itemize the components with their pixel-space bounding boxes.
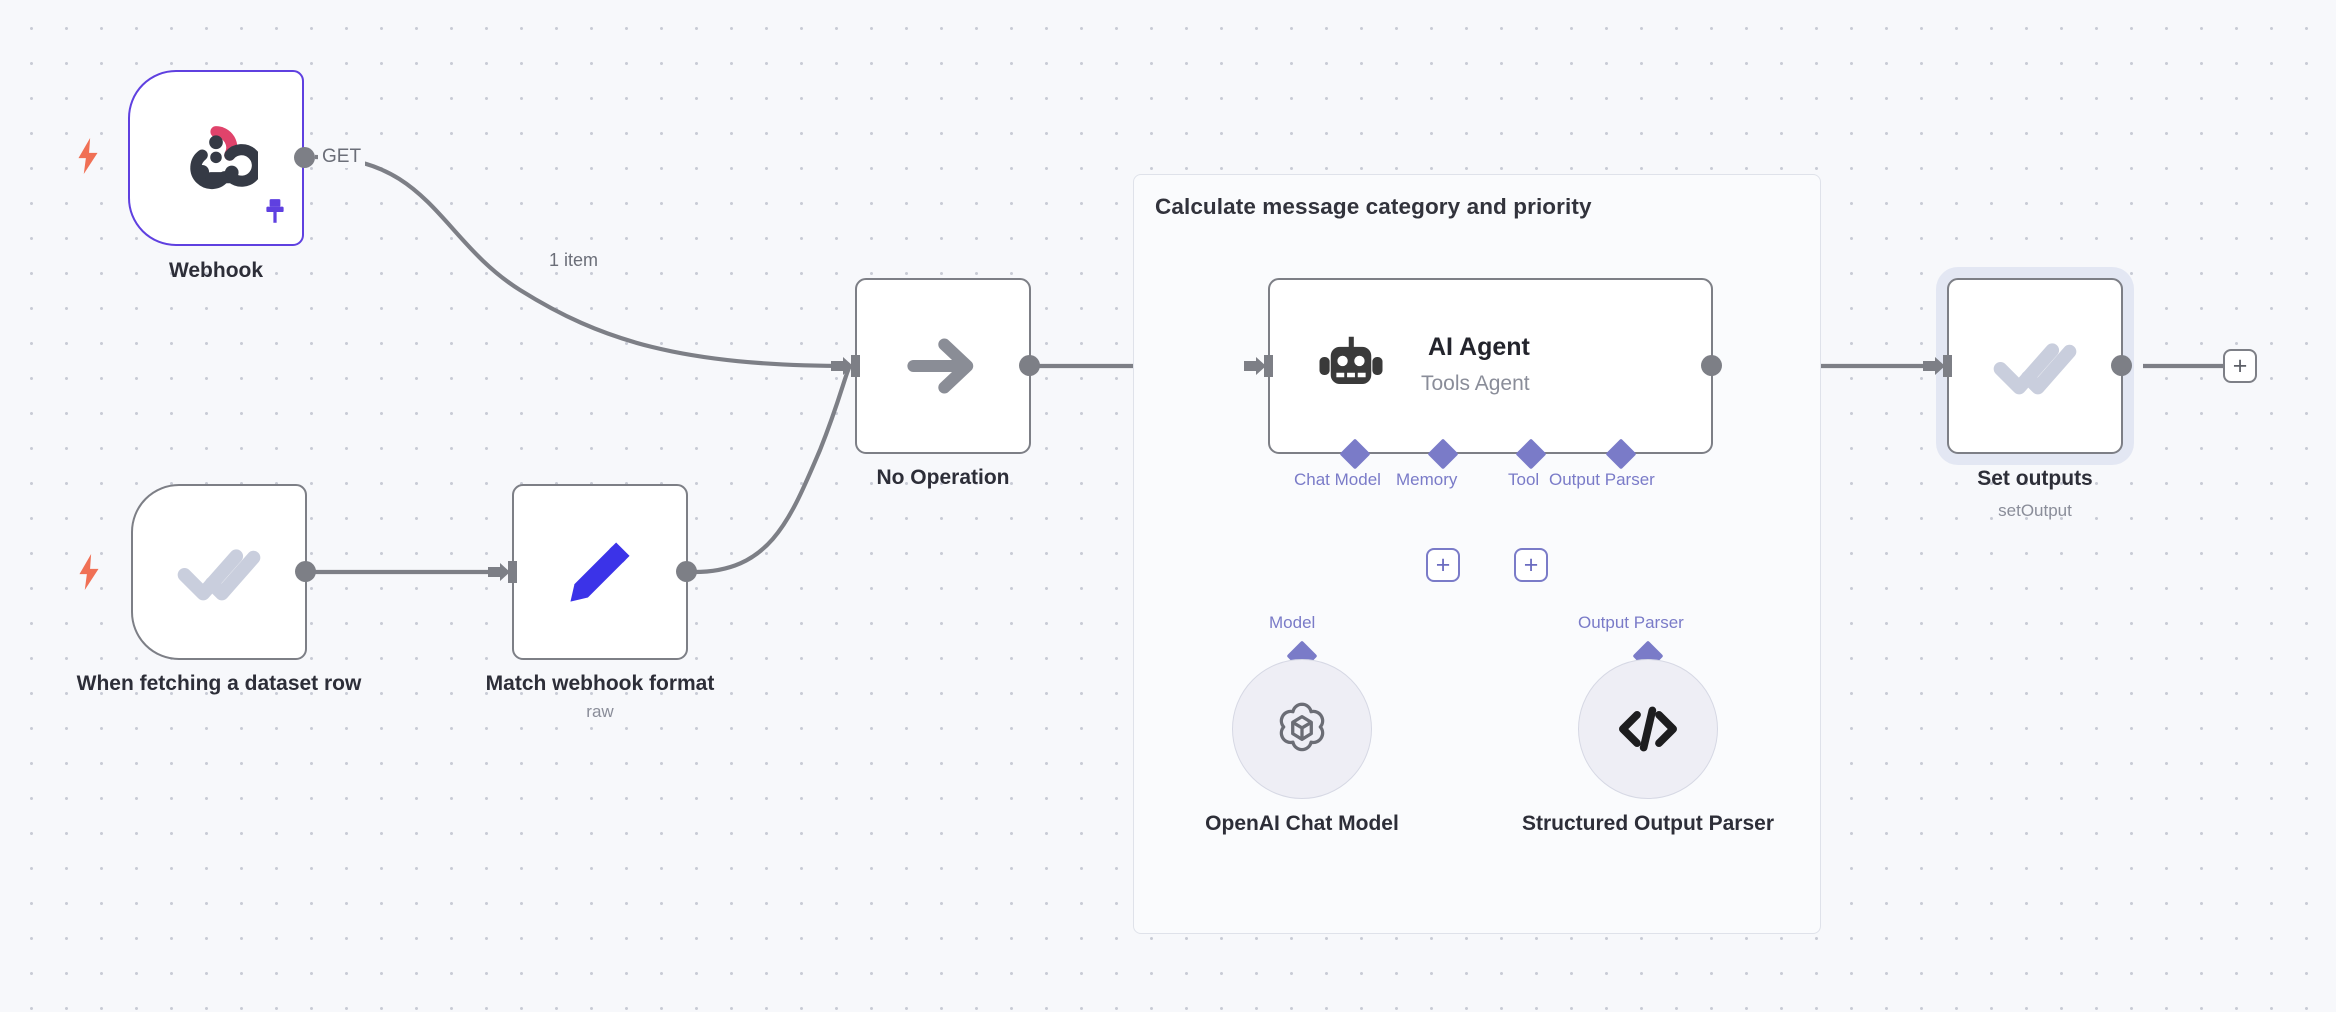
pin-icon[interactable] (262, 198, 288, 226)
add-node-button[interactable]: + (2223, 349, 2257, 383)
connection-label-1-item: 1 item (545, 250, 603, 271)
ai-agent-output-dot[interactable] (1701, 355, 1722, 376)
lightning-bolt-icon (78, 138, 98, 174)
ai-agent-subtitle: Tools Agent (1421, 372, 1530, 395)
node-openai-chat-model[interactable] (1232, 659, 1372, 799)
node-set-outputs[interactable] (1947, 278, 2123, 454)
pencil-icon (570, 542, 630, 602)
port-label-output-parser: Output Parser (1549, 470, 1655, 489)
set-outputs-input-port[interactable] (1923, 352, 1953, 380)
code-brackets-icon (1619, 706, 1677, 752)
sub-port-label-output-parser: Output Parser (1578, 613, 1684, 632)
node-webhook-caption: Webhook (168, 259, 264, 282)
port-label-chat-model: Chat Model (1294, 470, 1381, 489)
double-check-icon (177, 549, 261, 601)
node-structured-output-parser-caption: Structured Output Parser (1521, 812, 1775, 835)
lightning-bolt-icon-2 (79, 554, 99, 590)
sub-port-label-model: Model (1269, 613, 1316, 632)
arrow-right-icon (907, 338, 974, 394)
node-dataset-trigger-caption: When fetching a dataset row (76, 672, 362, 695)
port-label-memory: Memory (1396, 470, 1458, 489)
port-label-tool: Tool (1508, 470, 1540, 489)
no-operation-output-dot[interactable] (1019, 355, 1040, 376)
webhook-output-dot[interactable] (294, 147, 315, 168)
node-set-outputs-subcaption: setOutput (1998, 501, 2072, 520)
node-match-webhook-caption: Match webhook format (485, 672, 715, 695)
node-no-operation-caption: No Operation (876, 466, 1010, 489)
no-operation-input-port[interactable] (831, 352, 861, 380)
node-no-operation[interactable] (855, 278, 1031, 454)
dataset-trigger-output-dot[interactable] (295, 561, 316, 582)
robot-icon (1319, 336, 1383, 384)
openai-icon (1279, 702, 1325, 752)
ai-agent-input-port[interactable] (1244, 352, 1274, 380)
set-outputs-output-dot[interactable] (2111, 355, 2132, 376)
node-openai-chat-model-caption: OpenAI Chat Model (1205, 812, 1399, 835)
webhook-output-label: GET (318, 146, 366, 168)
webhook-icon (190, 126, 258, 190)
node-when-fetching-a-dataset-row[interactable] (131, 484, 307, 660)
add-tool-button[interactable]: + (1514, 548, 1548, 582)
match-webhook-input-port[interactable] (488, 558, 518, 586)
node-match-webhook-format[interactable] (512, 484, 688, 660)
node-structured-output-parser[interactable] (1578, 659, 1718, 799)
node-set-outputs-caption: Set outputs (1977, 467, 2093, 490)
double-check-icon-2 (1993, 343, 2077, 395)
node-match-webhook-subcaption: raw (586, 702, 614, 721)
group-title: Calculate message category and priority (1155, 194, 1592, 219)
ai-agent-title: AI Agent (1428, 333, 1530, 361)
add-memory-button[interactable]: + (1426, 548, 1460, 582)
match-webhook-output-dot[interactable] (676, 561, 697, 582)
